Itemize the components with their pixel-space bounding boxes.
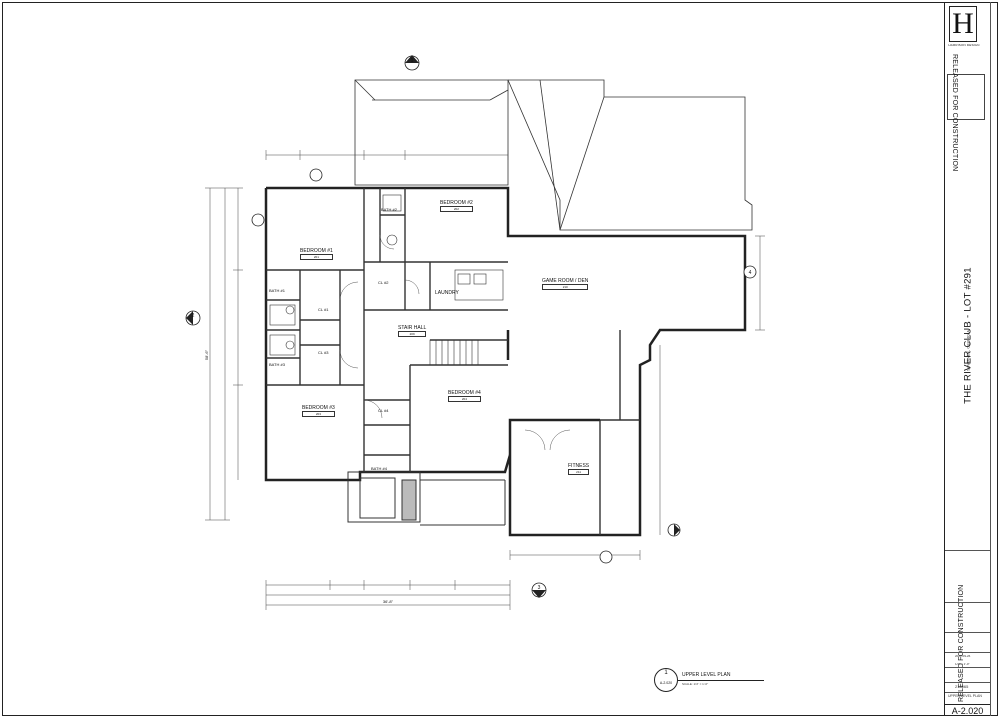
laundry-name: LAUNDRY (435, 290, 459, 296)
bedroom-4-number: 204 (448, 396, 481, 402)
copyright-notes-box (947, 74, 985, 120)
room-label-cl-2: CL #2 (378, 280, 389, 285)
title-block-divider (945, 692, 990, 693)
title-block-divider (945, 632, 990, 633)
room-label-bath-2: BATH #2 (381, 207, 397, 212)
room-label-bedroom-4: BEDROOM #4 204 (448, 390, 481, 402)
drawing-title-block: 1 A-2.020 UPPER LEVEL PLAN SCALE: 1/4" =… (654, 668, 764, 692)
section-marker-top: 1 (411, 58, 414, 64)
room-label-cl-1: CL #1 (318, 307, 329, 312)
bedroom-2-number: 202 (440, 206, 473, 212)
title-block-divider (945, 602, 990, 603)
room-label-game-room: GAME ROOM / DEN 210 (542, 278, 589, 290)
game-room-number: 210 (542, 284, 589, 290)
bedroom-2-name: BEDROOM #2 (440, 200, 473, 206)
roof-outline-left (354, 79, 509, 186)
title-block-divider (945, 550, 990, 551)
drawing-title-underline (678, 680, 764, 681)
floor-plan: 1 2 4 3 36'-8" 58'-6" (185, 55, 765, 610)
wall-west-block (264, 186, 747, 537)
scale-value: 1/4" = 1'-0" (955, 662, 970, 666)
title-block-side-strip (990, 2, 1000, 716)
bedroom-1-number: 201 (300, 254, 333, 260)
project-location: SUWANEE, GEORGIA (965, 330, 971, 371)
roof-outline-right (507, 79, 753, 231)
job-number: 210065 (955, 684, 969, 689)
drawing-reference: A-2.020 (659, 681, 673, 685)
firm-logo: H (949, 6, 977, 42)
wall-fitness-west (508, 418, 600, 455)
drawing-number-bubble (654, 668, 678, 692)
room-label-stair-hall: STAIR HALL 209 (398, 325, 427, 337)
bedroom-3-number: 203 (302, 411, 335, 417)
room-label-cl-3: CL #3 (318, 350, 329, 355)
title-block-divider (945, 682, 990, 683)
room-label-bath-1: BATH #1 (269, 288, 285, 293)
sheet-title: UPPER LEVEL PLAN (948, 694, 982, 698)
drawing-scale: SCALE: 1/4" = 1'-0" (682, 682, 709, 686)
section-marker-left: 2 (192, 313, 195, 319)
drawing-number: 1 (664, 670, 668, 676)
firm-name: HARRISON DESIGN (948, 43, 980, 47)
section-marker-bottom: 3 (538, 585, 541, 591)
game-room-name: GAME ROOM / DEN (542, 278, 589, 284)
room-label-fitness: FITNESS 211 (568, 463, 590, 475)
bedroom-1-name: BEDROOM #1 (300, 248, 333, 254)
fitness-name: FITNESS (568, 463, 590, 469)
room-label-bath-3: BATH #3 (269, 362, 285, 367)
released-stamp-top: RELEASED FOR CONSTRUCTION (951, 54, 958, 172)
stair-hall-number: 209 (398, 331, 427, 337)
room-label-cl-4: CL #4 (378, 408, 389, 413)
title-block: H HARRISON DESIGN RELEASED FOR CONSTRUCT… (944, 2, 998, 716)
room-label-bedroom-3: BEDROOM #3 203 (302, 405, 335, 417)
sheet-number: A-2.020 (945, 704, 990, 717)
issue-date: 2021-09-26 (955, 654, 971, 658)
fitness-number: 211 (568, 469, 590, 475)
title-block-divider (945, 652, 990, 653)
drawing-title: UPPER LEVEL PLAN (682, 672, 731, 678)
bedroom-3-name: BEDROOM #3 (302, 405, 335, 411)
room-label-bath-4: BATH #4 (371, 466, 387, 471)
room-label-laundry: LAUNDRY (435, 290, 459, 296)
title-block-divider (945, 667, 990, 668)
overall-dim-bottom: 36'-8" (383, 599, 394, 604)
bedroom-4-name: BEDROOM #4 (448, 390, 481, 396)
stair-hall-name: STAIR HALL (398, 325, 427, 331)
overall-dim-left: 58'-6" (204, 349, 209, 360)
section-marker-right: 4 (749, 270, 752, 276)
room-label-bedroom-1: BEDROOM #1 201 (300, 248, 333, 260)
room-label-bedroom-2: BEDROOM #2 202 (440, 200, 473, 212)
